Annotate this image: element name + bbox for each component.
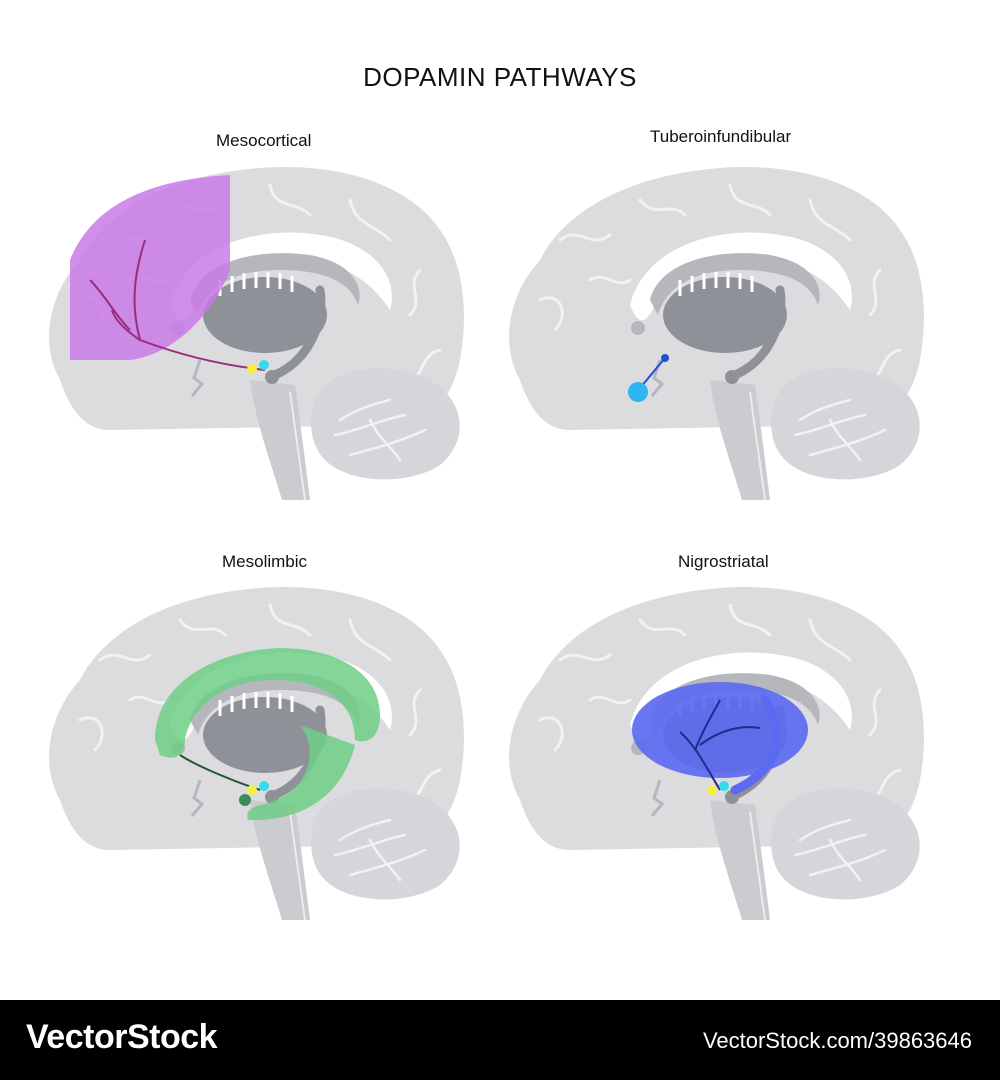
tuberoinfundibular-diagram [480,130,940,550]
footer-bar: VectorStock VectorStock.com/39863646 [0,1000,1000,1080]
label-nigrostriatal: Nigrostriatal [678,552,769,571]
source-url: VectorStock.com/39863646 [702,1028,972,1053]
brand-logo: VectorStock [26,1018,218,1056]
mesocortical-diagram [20,130,480,550]
label-tuberoinfundibular: Tuberoinfundibular [650,127,792,146]
nigrostriatal-diagram [480,550,940,970]
mesolimbic-diagram [20,550,480,970]
label-mesolimbic: Mesolimbic [222,552,308,571]
page-title: DOPAMIN PATHWAYS [363,62,637,92]
label-mesocortical: Mesocortical [216,131,312,150]
